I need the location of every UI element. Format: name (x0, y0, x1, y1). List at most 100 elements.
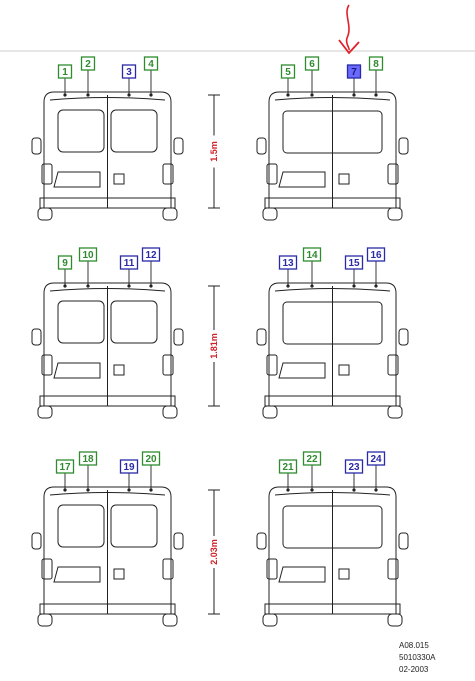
label-box (304, 56, 320, 71)
roof-point-label: 20 (141, 451, 161, 492)
label-number: 15 (348, 258, 360, 269)
left-mirror (256, 328, 267, 346)
label-number: 3 (126, 67, 132, 78)
label-box (366, 247, 386, 262)
label-number: 18 (82, 454, 94, 465)
van-body (43, 91, 172, 208)
roof-point-label: 4 (143, 56, 159, 97)
left-rear-light (41, 163, 53, 185)
left-window (57, 109, 105, 153)
footer-part-number: 5010330A (399, 653, 436, 662)
mount-point (310, 284, 314, 288)
label-number: 11 (124, 258, 135, 269)
label-number: 21 (282, 462, 294, 473)
left-wheel (262, 405, 278, 419)
mount-point (374, 93, 378, 97)
right-mirror (398, 532, 409, 550)
label-box (302, 451, 322, 466)
right-rear-light (387, 354, 399, 376)
label-box (78, 451, 98, 466)
roof-point-label: 13 (278, 255, 298, 288)
mount-point (310, 93, 314, 97)
label-number: 24 (370, 454, 382, 465)
left-rear-light (266, 558, 278, 580)
number-plate (53, 566, 101, 583)
left-wheel (37, 405, 53, 419)
van-rear-glazed: 21 22 23 24 (256, 451, 409, 627)
label-box (57, 64, 73, 79)
label-box (344, 459, 364, 474)
dim-label: 2.03m (209, 539, 219, 565)
van-body (268, 486, 397, 614)
label-number: 4 (148, 59, 154, 70)
roof-point-label: 7 (346, 64, 362, 97)
label-box (366, 451, 386, 466)
label-box (57, 255, 73, 270)
van-rear-twin-window: 1 2 3 4 (31, 56, 184, 221)
left-rear-light (41, 354, 53, 376)
label-number: 16 (370, 250, 382, 261)
right-mirror (173, 328, 184, 346)
mount-point (352, 93, 356, 97)
van-body (43, 486, 172, 614)
right-mirror (173, 532, 184, 550)
left-mirror (31, 137, 42, 155)
right-mirror (173, 137, 184, 155)
right-rear-light (162, 163, 174, 185)
label-number: 2 (85, 59, 91, 70)
right-wheel (387, 207, 403, 221)
roof-point-label: 21 (278, 459, 298, 492)
label-box (80, 56, 96, 71)
footer-date: 02-2003 (399, 665, 429, 674)
left-mirror (256, 532, 267, 550)
label-number: 12 (145, 250, 157, 261)
right-rear-light (387, 163, 399, 185)
mount-point (352, 488, 356, 492)
number-plate (278, 566, 326, 583)
label-number: 14 (306, 250, 318, 261)
label-number: 1 (62, 67, 68, 78)
left-rear-light (266, 354, 278, 376)
right-rear-light (162, 558, 174, 580)
door-handle (338, 568, 350, 580)
roof-point-label: 6 (304, 56, 320, 97)
label-number: 23 (348, 462, 360, 473)
label-box (302, 247, 322, 262)
right-rear-light (387, 558, 399, 580)
roof-point-label: 17 (55, 459, 75, 492)
number-plate (278, 171, 326, 188)
number-plate (53, 362, 101, 379)
door-handle (338, 173, 350, 185)
mount-point (374, 488, 378, 492)
label-box (141, 247, 161, 262)
label-box (121, 64, 137, 79)
right-wheel (162, 405, 178, 419)
roof-point-label: 19 (119, 459, 139, 492)
left-mirror (256, 137, 267, 155)
label-box (55, 459, 75, 474)
mount-point (63, 284, 67, 288)
label-box (280, 64, 296, 79)
label-box (368, 56, 384, 71)
label-number: 19 (123, 462, 135, 473)
roof-point-label: 22 (302, 451, 322, 492)
mount-point (310, 488, 314, 492)
mount-point (374, 284, 378, 288)
roof-point-label: 3 (121, 64, 137, 97)
right-rear-light (162, 354, 174, 376)
mount-point (127, 284, 131, 288)
roof-point-label: 18 (78, 451, 98, 492)
dim-label: 1.5m (209, 141, 219, 162)
label-box (119, 255, 139, 270)
door-handle (338, 364, 350, 376)
right-window (110, 300, 158, 344)
left-rear-light (41, 558, 53, 580)
label-number: 22 (306, 454, 318, 465)
door-handle (113, 173, 125, 185)
mount-point (86, 93, 90, 97)
right-mirror (398, 328, 409, 346)
